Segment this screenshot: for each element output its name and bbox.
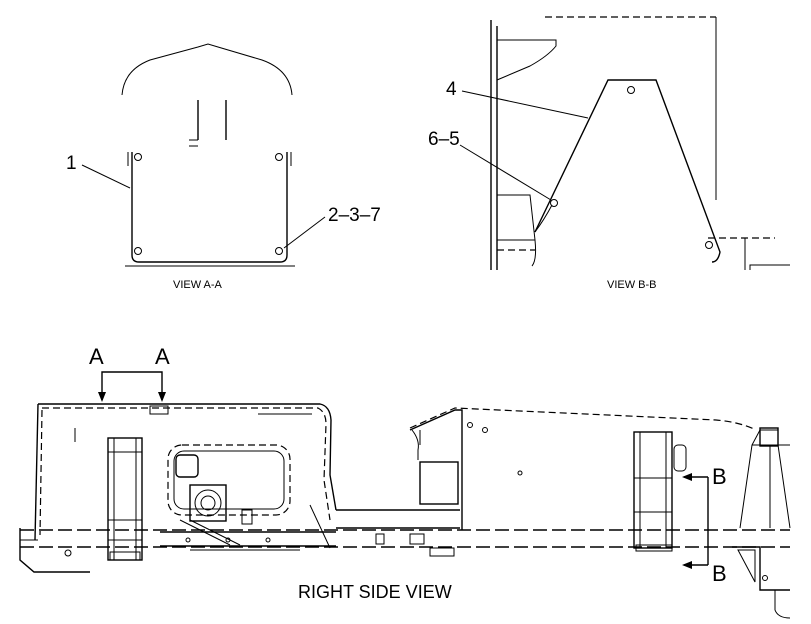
enclosure-hidden	[42, 407, 331, 521]
view-a-a: 1 2–3–7 VIEW A-A	[66, 43, 381, 291]
brace	[309, 504, 331, 549]
caption-view-b-b: VIEW B-B	[607, 279, 657, 291]
frame-step	[749, 264, 790, 270]
rear-bumper	[19, 528, 90, 573]
filter-cap-inner	[200, 495, 216, 511]
caption-view-a-a: VIEW A-A	[173, 279, 223, 291]
filter-box	[175, 454, 199, 478]
section-marker-a: A A	[89, 344, 170, 402]
filter-cap	[194, 489, 222, 517]
compartment-inner	[173, 450, 285, 510]
bolt-hole	[705, 241, 713, 249]
bolt-hole	[467, 422, 473, 428]
compartment-door	[167, 444, 291, 516]
tank-curve	[411, 429, 419, 460]
bolt-hole	[134, 247, 142, 255]
front-tower	[739, 429, 791, 529]
bracket-curve	[534, 204, 553, 233]
tank-box	[419, 461, 459, 505]
enclosure-rear-hidden	[39, 409, 43, 536]
callout-1: 1	[66, 153, 77, 174]
enclosure-top	[38, 403, 337, 511]
bolt-hole	[64, 549, 72, 557]
leader-line	[459, 144, 552, 201]
marker-b-bottom: B	[712, 561, 727, 586]
marker-a-right: A	[155, 344, 170, 369]
bolt-hole	[627, 86, 635, 94]
right-step-post	[633, 431, 673, 549]
bolt-hole	[275, 153, 283, 161]
view-b-b: 4 6–5 VIEW B-B	[428, 16, 790, 291]
front-cap	[759, 427, 779, 447]
arrow-head	[158, 392, 166, 402]
leader-line	[81, 164, 131, 189]
bolt-hole	[550, 199, 558, 207]
plate-outline	[131, 152, 288, 263]
bolt-hole	[517, 470, 523, 476]
bracket-plate	[534, 79, 721, 263]
light	[673, 444, 687, 472]
front-bracket	[732, 546, 790, 591]
right-side-view: A A	[19, 344, 791, 619]
caption-right-side-view: RIGHT SIDE VIEW	[298, 582, 452, 602]
mount-foot	[429, 547, 455, 557]
bolt-hole	[134, 153, 142, 161]
bolt-hole	[275, 247, 283, 255]
filter-housing	[189, 484, 227, 522]
bolt-hole	[482, 427, 488, 433]
tank-front	[409, 409, 463, 530]
valve	[241, 509, 253, 525]
frame-bracket	[496, 39, 557, 81]
rivet	[185, 537, 191, 543]
arrow-head	[682, 561, 692, 569]
clip	[375, 533, 385, 545]
gusset	[737, 549, 756, 583]
step-foot	[635, 544, 673, 552]
arrow-head	[98, 392, 106, 402]
step-foot	[109, 551, 141, 561]
leader-line	[283, 216, 326, 249]
marker-a-left: A	[89, 344, 104, 369]
bolt-hole	[762, 575, 768, 581]
detail-box	[149, 405, 169, 415]
clip	[409, 533, 425, 545]
arrow-head	[682, 473, 692, 481]
hood-outline	[121, 43, 293, 96]
front-bumper	[774, 590, 791, 619]
rivet	[225, 537, 231, 543]
enclosure-rear	[34, 403, 39, 541]
section-line-a	[101, 371, 163, 400]
callout-2-3-7: 2–3–7	[328, 205, 381, 226]
frame-lower	[497, 194, 537, 267]
section-marker-b: B B	[682, 464, 727, 586]
tank-top	[409, 407, 757, 431]
step-post	[107, 437, 143, 561]
rivet	[265, 537, 271, 543]
leader-line	[461, 90, 589, 119]
callout-4: 4	[446, 79, 457, 100]
callout-6-5: 6–5	[428, 129, 460, 150]
marker-b-top: B	[712, 464, 727, 489]
